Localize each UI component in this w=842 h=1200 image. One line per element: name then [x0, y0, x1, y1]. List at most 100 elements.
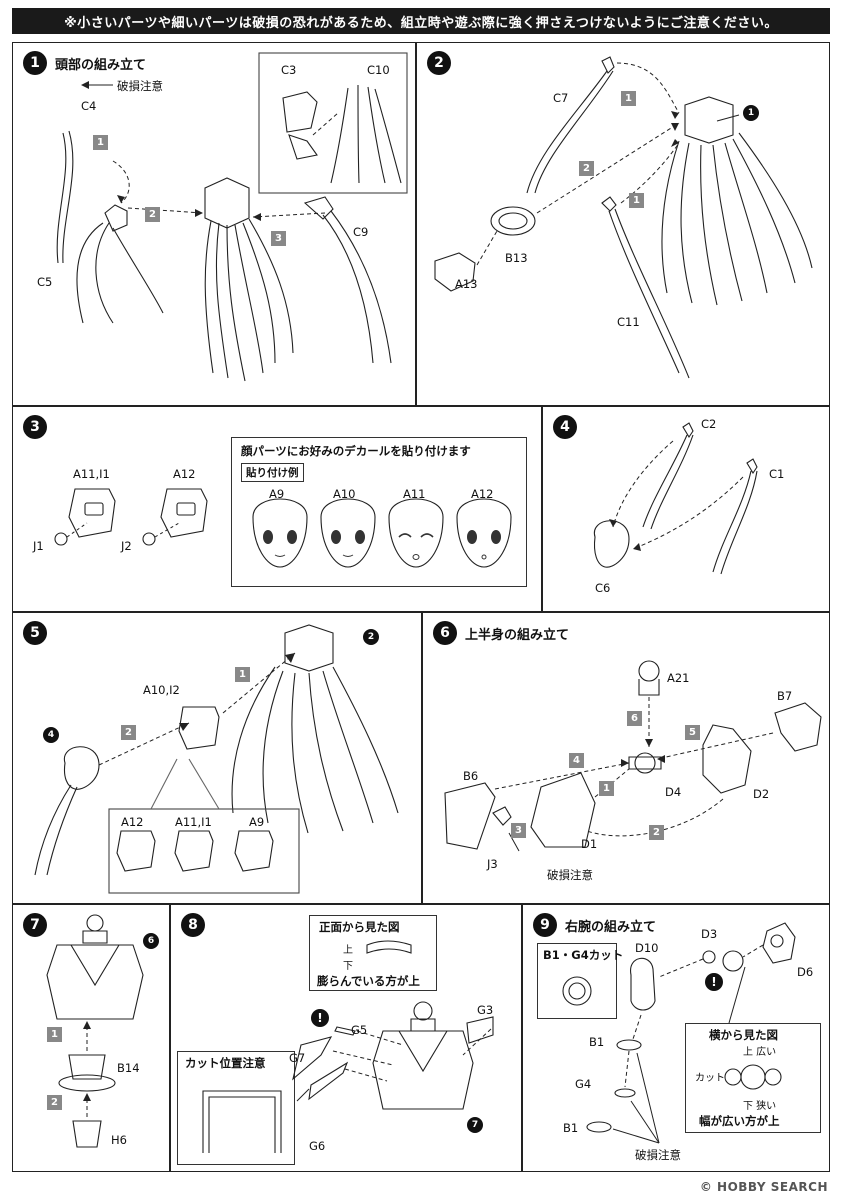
step-1-panel: 1 頭部の組み立て [12, 42, 416, 406]
part-label-b6: B6 [463, 769, 479, 783]
step-number: 6 [433, 621, 457, 645]
step-2-panel: 2 [416, 42, 830, 406]
step-number: 1 [23, 51, 47, 75]
sequence-marker: 2 [649, 825, 664, 840]
side-view-cut: カット [695, 1073, 725, 1084]
reference-step-badge: 2 [363, 629, 379, 645]
part-label-d3: D3 [701, 927, 718, 941]
part-label-c1: C1 [769, 467, 785, 481]
cut-box [537, 943, 617, 1019]
front-view-title: 正面から見た図 [319, 920, 400, 934]
part-label-j2: J2 [121, 539, 132, 553]
step-2-illustration [434, 56, 813, 379]
part-label-c3: C3 [281, 63, 297, 77]
bulge-note: 膨らんでいる方が上 [317, 974, 420, 988]
part-label-g7: G7 [289, 1051, 306, 1065]
part-label-a10-i2: A10,I2 [143, 683, 180, 697]
watermark: © HOBBY SEARCH [699, 1180, 828, 1194]
notice-bar: ※小さいパーツや細いパーツは破損の恐れがあるため、組立時や遊ぶ際に強く押さえつけ… [12, 8, 830, 34]
face-label-a10: A10 [333, 487, 356, 501]
sequence-marker: 1 [629, 193, 644, 208]
warning-icon: ! [705, 973, 723, 991]
front-view-down: 下 [343, 961, 353, 972]
reference-step-badge: 4 [43, 727, 59, 743]
part-label-g5: G5 [351, 1023, 368, 1037]
part-label-h6: H6 [111, 1133, 127, 1147]
side-view-box [685, 1023, 821, 1133]
option-label-a11-i1: A11,I1 [175, 815, 212, 829]
front-view-box [309, 915, 437, 991]
sequence-marker: 2 [121, 725, 136, 740]
sequence-marker: 1 [235, 667, 250, 682]
part-label-d6: D6 [797, 965, 814, 979]
part-label-a13: A13 [455, 277, 478, 291]
reference-step-badge: 7 [467, 1117, 483, 1133]
sequence-marker: 1 [93, 135, 108, 150]
step-8-illustration [202, 940, 494, 1153]
side-view-note: 幅が広い方が上 [699, 1114, 780, 1128]
step-6-panel: 6 上半身の組み立て [422, 612, 830, 904]
sequence-marker: 2 [579, 161, 594, 176]
part-label-c9: C9 [353, 225, 369, 239]
part-label-c7: C7 [553, 91, 569, 105]
part-label-c11: C11 [617, 315, 640, 329]
step-3-illustration [54, 488, 512, 568]
face-label-a12: A12 [471, 487, 494, 501]
step-7-illustration [46, 914, 144, 1148]
sequence-marker: 3 [271, 231, 286, 246]
step-4-illustration [593, 422, 758, 575]
warning-icon: ! [311, 1009, 329, 1027]
reference-step-badge: 6 [143, 933, 159, 949]
step-8-panel: 8 正面から見た図 上 下 膨らんでいる方が上 ! カット位置注意 G5 [170, 904, 522, 1172]
sequence-marker: 5 [685, 725, 700, 740]
step-number: 5 [23, 621, 47, 645]
step-title: 上半身の組み立て [465, 628, 570, 643]
decal-title: 顔パーツにお好みのデカールを貼り付けます [241, 444, 471, 458]
part-label-c2: C2 [701, 417, 717, 431]
part-label-d2: D2 [753, 787, 770, 801]
notice-text: ※小さいパーツや細いパーツは破損の恐れがあるため、組立時や遊ぶ際に強く押さえつけ… [64, 15, 778, 31]
damage-note: 破損注意 [635, 1148, 681, 1162]
step-number: 9 [533, 913, 557, 937]
face-label-a9: A9 [269, 487, 285, 501]
step-title: 頭部の組み立て [55, 58, 147, 73]
part-label-g3: G3 [477, 1003, 494, 1017]
step-number: 7 [23, 913, 47, 937]
cut-box-title: B1・G4カット [543, 948, 624, 962]
cut-position-title: カット位置注意 [185, 1056, 266, 1070]
part-label-c4-note: 破損注意 [117, 79, 163, 93]
sequence-marker: 3 [511, 823, 526, 838]
step-number: 8 [181, 913, 205, 937]
front-view-up: 上 [343, 945, 353, 956]
part-label-b7: B7 [777, 689, 793, 703]
step-number: 3 [23, 415, 47, 439]
step-4-panel: 4 C2 C1 C6 [542, 406, 830, 612]
sequence-marker: 1 [621, 91, 636, 106]
step-1-illustration [56, 52, 408, 382]
part-label-a12: A12 [173, 467, 196, 481]
part-label-a21: A21 [667, 671, 690, 685]
part-label-j3-note: 破損注意 [547, 868, 593, 882]
part-label-d10: D10 [635, 941, 659, 955]
step-5-illustration [34, 624, 399, 894]
sequence-marker: 2 [145, 207, 160, 222]
side-view-down: 下 狭い [743, 1101, 777, 1112]
part-label-b14: B14 [117, 1061, 140, 1075]
part-label-j1: J1 [33, 539, 44, 553]
sequence-marker: 6 [627, 711, 642, 726]
side-view-title: 横から見た図 [709, 1028, 778, 1042]
part-label-b13: B13 [505, 251, 528, 265]
step-number: 4 [553, 415, 577, 439]
part-label-c10: C10 [367, 63, 390, 77]
step-title: 右腕の組み立て [565, 920, 657, 935]
part-label-g6: G6 [309, 1139, 326, 1153]
part-label-c4: C4 [81, 99, 97, 113]
step-6-illustration [444, 660, 822, 852]
side-view-up: 上 広い [743, 1047, 777, 1058]
step-9-panel: 9 右腕の組み立て B1・G4カット ! 横から見た図 上 広い カット 下 狭… [522, 904, 830, 1172]
decal-instruction-box [231, 437, 527, 587]
part-label-j3: J3 [487, 857, 498, 871]
part-label-d1: D1 [581, 837, 598, 851]
step-5-panel: 5 [12, 612, 422, 904]
face-outlines [252, 498, 512, 568]
